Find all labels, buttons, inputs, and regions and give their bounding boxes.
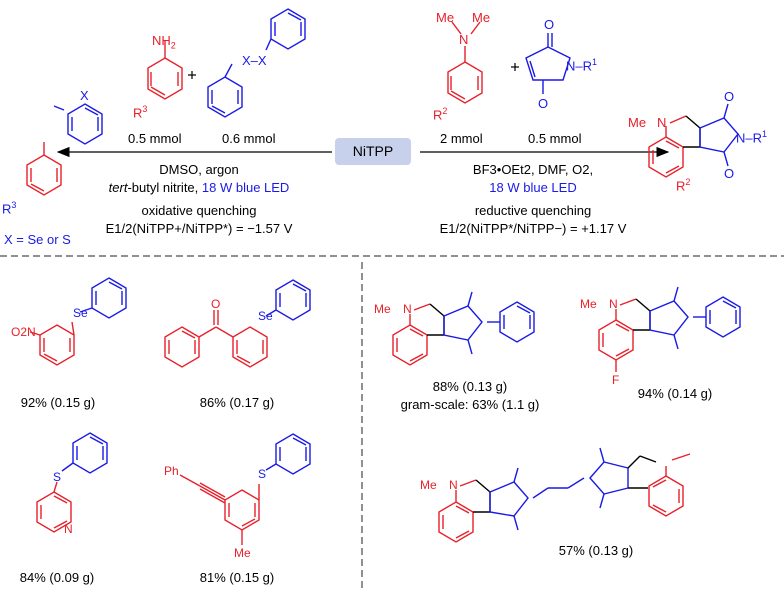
- product-6-structure: [598, 286, 741, 372]
- product-me-label: Me: [628, 115, 647, 130]
- product-4-ph-label: Ph: [164, 464, 179, 478]
- plus-sign-right: [511, 63, 519, 71]
- dichalcogenide-label: X–X: [242, 53, 267, 68]
- product-3-structure: [36, 432, 108, 533]
- product-1-se-label: Se: [73, 306, 88, 320]
- amine-group-label: NH2: [152, 33, 176, 51]
- product-7-n-label: N: [449, 478, 458, 492]
- product-5-yield: 88% (0.13 g): [432, 379, 508, 394]
- r3-label: R3: [133, 104, 148, 121]
- product-r2-label: R2: [676, 177, 691, 194]
- aniline-structure: [147, 40, 183, 100]
- product-6-n-label: N: [609, 297, 618, 311]
- product-nr1-label: N–R1: [736, 129, 768, 146]
- left-condition-2: tert-butyl nitrite, 18 W blue LED: [108, 180, 290, 195]
- product-1-no2-label: O2N: [11, 325, 36, 339]
- left-product-x-label: X: [80, 88, 89, 103]
- right-condition-1: BF3•OEt2, DMF, O2,: [472, 162, 594, 177]
- nme2-me2-label: Me: [472, 10, 491, 25]
- maleimide-o2-label: O: [538, 96, 549, 111]
- product-o1-label: O: [724, 89, 735, 104]
- nme2-n-label: N: [459, 32, 469, 47]
- r2-label: R2: [433, 106, 448, 123]
- right-amount-1: 2 mmol: [440, 131, 483, 146]
- product-5-n-label: N: [403, 302, 412, 316]
- left-product-r3-label: R3: [2, 200, 17, 217]
- left-amount-1: 0.5 mmol: [128, 131, 182, 146]
- product-2-o-label: O: [211, 297, 221, 311]
- product-7-me-label: Me: [420, 478, 437, 492]
- maleimide-structure: [525, 33, 571, 94]
- product-n-label: N: [657, 115, 667, 130]
- left-potential-label: E1/2(NiTPP+/NiTPP*) = −1.57 V: [105, 221, 293, 236]
- right-condition-led: 18 W blue LED: [489, 180, 577, 195]
- product-3-yield: 84% (0.09 g): [19, 570, 95, 585]
- left-condition-1: DMSO, argon: [159, 162, 239, 177]
- left-product-structure: [26, 103, 103, 196]
- right-amount-2: 0.5 mmol: [528, 131, 582, 146]
- product-7-yield: 57% (0.13 g): [558, 543, 634, 558]
- product-2-structure: [164, 279, 311, 368]
- x-definition-label: X = Se or S: [4, 232, 71, 247]
- plus-sign-left: [188, 71, 196, 79]
- nme2-me1-label: Me: [436, 10, 455, 25]
- product-6-yield: 94% (0.14 g): [637, 386, 713, 401]
- product-6-f-label: F: [612, 373, 620, 387]
- right-quenching-label: reductive quenching: [474, 203, 592, 218]
- product-2-yield: 86% (0.17 g): [199, 395, 275, 410]
- product-4-s-label: S: [258, 467, 267, 481]
- product-6-me-label: Me: [580, 297, 597, 311]
- left-quenching-label: oxidative quenching: [141, 203, 257, 218]
- product-1-structure: [29, 277, 127, 366]
- product-5-me-label: Me: [374, 302, 391, 316]
- product-5-structure: [392, 291, 535, 366]
- maleimide-o1-label: O: [544, 17, 555, 32]
- diaryl-dichalcogenide-structure: [207, 8, 306, 118]
- product-5-gram-scale: gram-scale: 63% (1.1 g): [400, 397, 540, 412]
- product-3-s-label: S: [53, 470, 62, 484]
- product-4-structure: [179, 433, 311, 545]
- left-amount-2: 0.6 mmol: [222, 131, 276, 146]
- right-potential-label: E1/2(NiTPP*/NiTPP−) = +1.17 V: [439, 221, 627, 236]
- catalyst-box: NiTPP: [335, 138, 411, 165]
- product-4-yield: 81% (0.15 g): [199, 570, 275, 585]
- right-product-structure: [648, 103, 739, 178]
- product-7-structure: [438, 447, 691, 543]
- maleimide-nr1-label: N–R1: [566, 57, 598, 74]
- dimethylaniline-structure: [447, 21, 483, 104]
- product-1-yield: 92% (0.15 g): [20, 395, 96, 410]
- product-o2-label: O: [724, 166, 735, 181]
- product-4-me-label: Me: [234, 546, 251, 560]
- product-3-n-label: N: [64, 522, 73, 536]
- product-2-se-label: Se: [258, 309, 273, 323]
